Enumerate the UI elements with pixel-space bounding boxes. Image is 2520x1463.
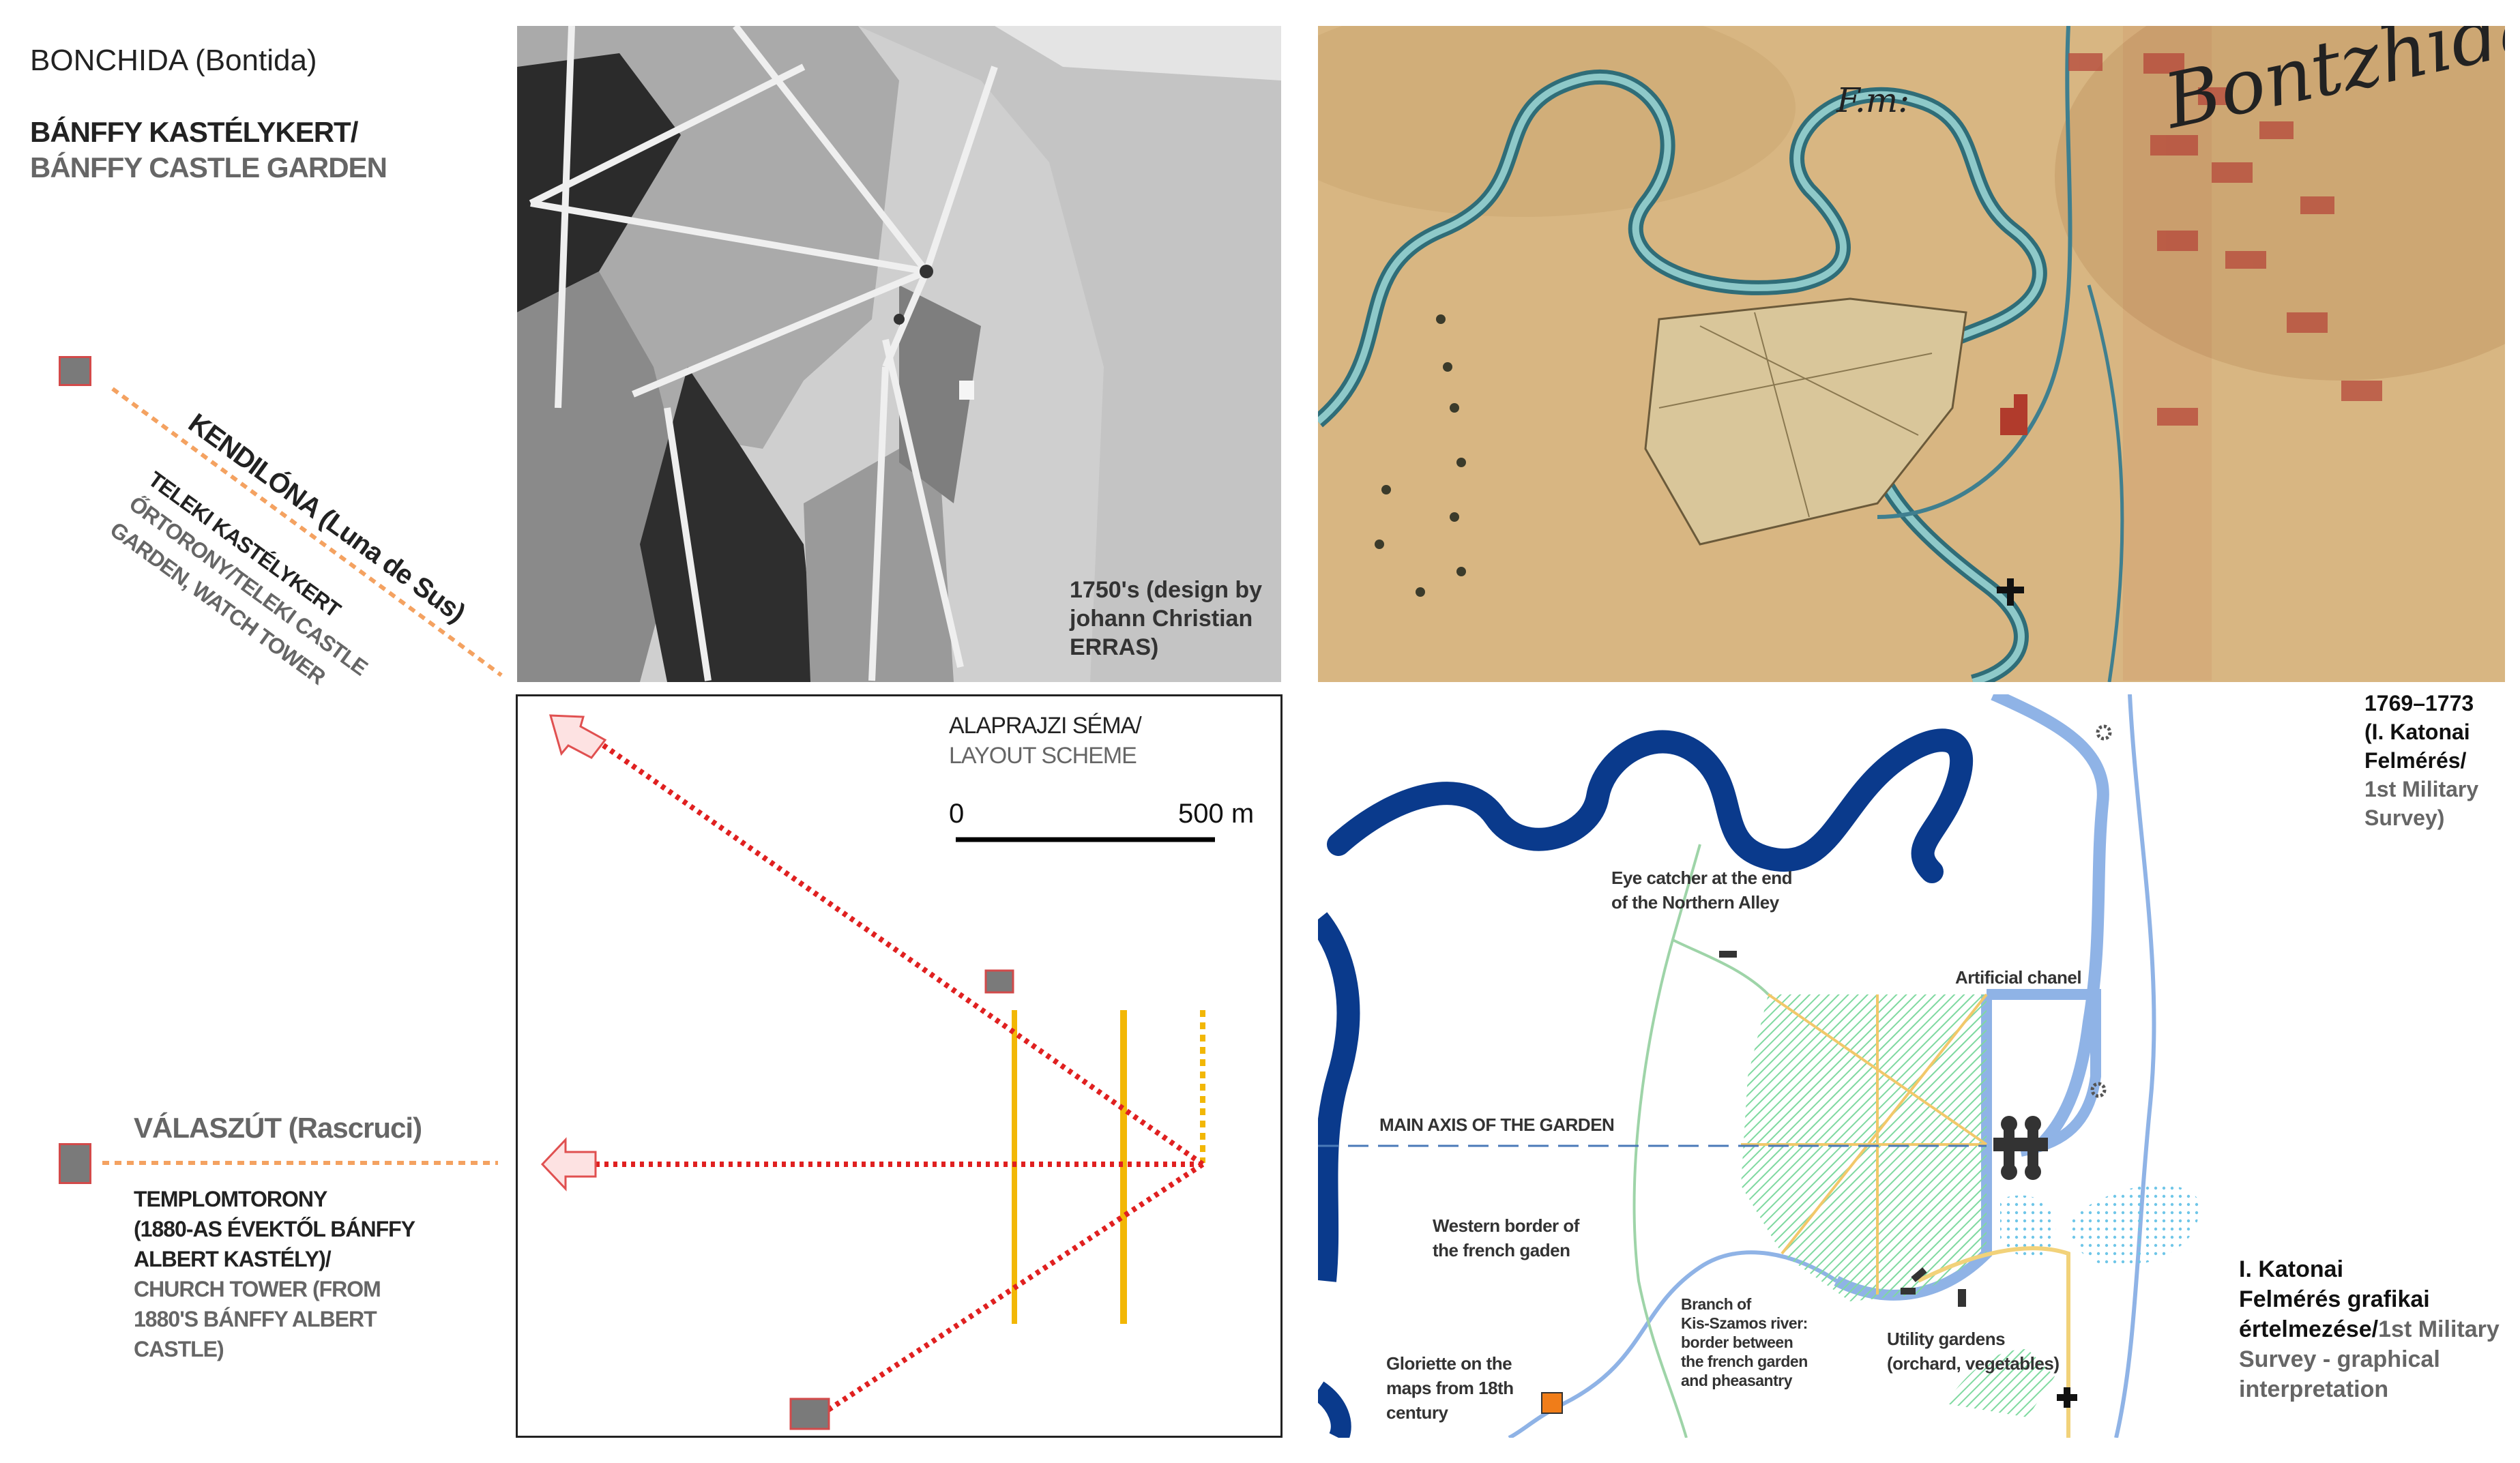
garden-title-hu: BÁNFFY KASTÉLYKERT/: [30, 116, 358, 148]
design-1750-caption-1: johann Christian: [1070, 606, 1253, 632]
garden-title-en: BÁNFFY CASTLE GARDEN: [30, 151, 387, 183]
interpretation-caption-en-0: Survey - graphical: [2239, 1346, 2440, 1372]
interpretation-caption-en-1: interpretation: [2239, 1376, 2389, 1402]
label-eye-catcher-1: of the Northern Alley: [1611, 892, 1779, 913]
label-utility-0: Utility gardens: [1887, 1329, 2006, 1349]
layout-scheme-title-hu: ALAPRAJZI SÉMA/: [949, 713, 1142, 739]
valaszut-title: VÁLASZÚT (Rascruci): [134, 1112, 422, 1144]
design-1750-caption-2: ERRAS): [1070, 634, 1159, 660]
valaszut-en-1: 1880'S BÁNFFY ALBERT: [134, 1307, 377, 1331]
survey-caption-0: 1769–1773: [2364, 691, 2474, 715]
label-gloriette-0: Gloriette on the: [1386, 1353, 1512, 1374]
valaszut-en-2: CASTLE): [134, 1337, 224, 1361]
survey-caption-1: (I. Katonai: [2364, 720, 2470, 744]
label-gloriette-2: century: [1386, 1402, 1448, 1423]
valaszut-hu-2: ALBERT KASTÉLY)/: [134, 1247, 332, 1271]
interpretation-caption-mixed: 1st Military: [2378, 1316, 2500, 1342]
label-branch-3: the french garden: [1681, 1353, 1808, 1370]
design-1750-photo: 1750's (design by johann Christian ERRAS…: [517, 26, 1281, 682]
interpretation-caption-hu-1: Felmérés grafikai: [2239, 1286, 2430, 1312]
military-survey-map: Bontzhida F.m:: [1318, 26, 2505, 682]
valaszut-hu-0: TEMPLOMTORONY: [134, 1187, 327, 1211]
label-branch-0: Branch of: [1681, 1295, 1751, 1313]
valaszut-hu-1: (1880-AS ÉVEKTŐL BÁNFFY: [134, 1217, 415, 1241]
layout-scheme-title-en: LAYOUT SCHEME: [949, 743, 1137, 769]
valaszut-marker: [59, 1143, 91, 1184]
layout-scheme-drawing: [540, 714, 1215, 1430]
design-1750-caption-0: 1750's (design by: [1070, 577, 1263, 603]
label-eye-catcher-0: Eye catcher at the end: [1611, 868, 1793, 888]
label-western-border-0: Western border of: [1433, 1215, 1579, 1236]
valaszut-sightline: [102, 1161, 498, 1165]
label-branch-2: border between: [1681, 1333, 1793, 1351]
label-branch-1: Kis-Szamos river:: [1681, 1314, 1808, 1332]
label-utility-1: (orchard, vegetables): [1887, 1353, 2060, 1374]
survey-caption-en-0: 1st Military: [2364, 777, 2479, 801]
scale-end: 500 m: [1178, 799, 1255, 829]
label-artificial-chanel: Artificial chanel: [1955, 967, 2082, 988]
layout-scheme-panel: ALAPRAJZI SÉMA/ LAYOUT SCHEME 0 500 m: [516, 694, 1283, 1438]
label-main-axis: MAIN AXIS OF THE GARDEN: [1379, 1114, 1617, 1136]
label-western-border-1: the french gaden: [1433, 1240, 1570, 1260]
kendilona-marker: [59, 356, 91, 386]
design-1750-drawing: [517, 26, 1281, 682]
map-label-fm: F.m:: [1836, 80, 1910, 120]
place-title: BONCHIDA (Bontida): [30, 44, 317, 77]
valaszut-en-0: CHURCH TOWER (FROM: [134, 1277, 381, 1301]
interpretation-caption-hu-0: I. Katonai: [2239, 1256, 2344, 1282]
survey-caption-en-1: Survey): [2364, 806, 2445, 830]
survey-caption-2: Felmérés/: [2364, 748, 2467, 773]
interpretation-map: Eye catcher at the end of the Northern A…: [1318, 694, 2232, 1438]
military-survey-drawing: [1318, 26, 2505, 682]
label-gloriette-1: maps from 18th: [1386, 1378, 1514, 1398]
interpretation-caption-hu-2: értelmezése/1st Military: [2239, 1315, 2500, 1344]
scale-start: 0: [949, 799, 965, 829]
interpretation-drawing: [1318, 694, 2199, 1438]
label-branch-4: and pheasantry: [1681, 1372, 1793, 1389]
interpretation-caption-hu-2-text: értelmezése/: [2239, 1316, 2379, 1342]
